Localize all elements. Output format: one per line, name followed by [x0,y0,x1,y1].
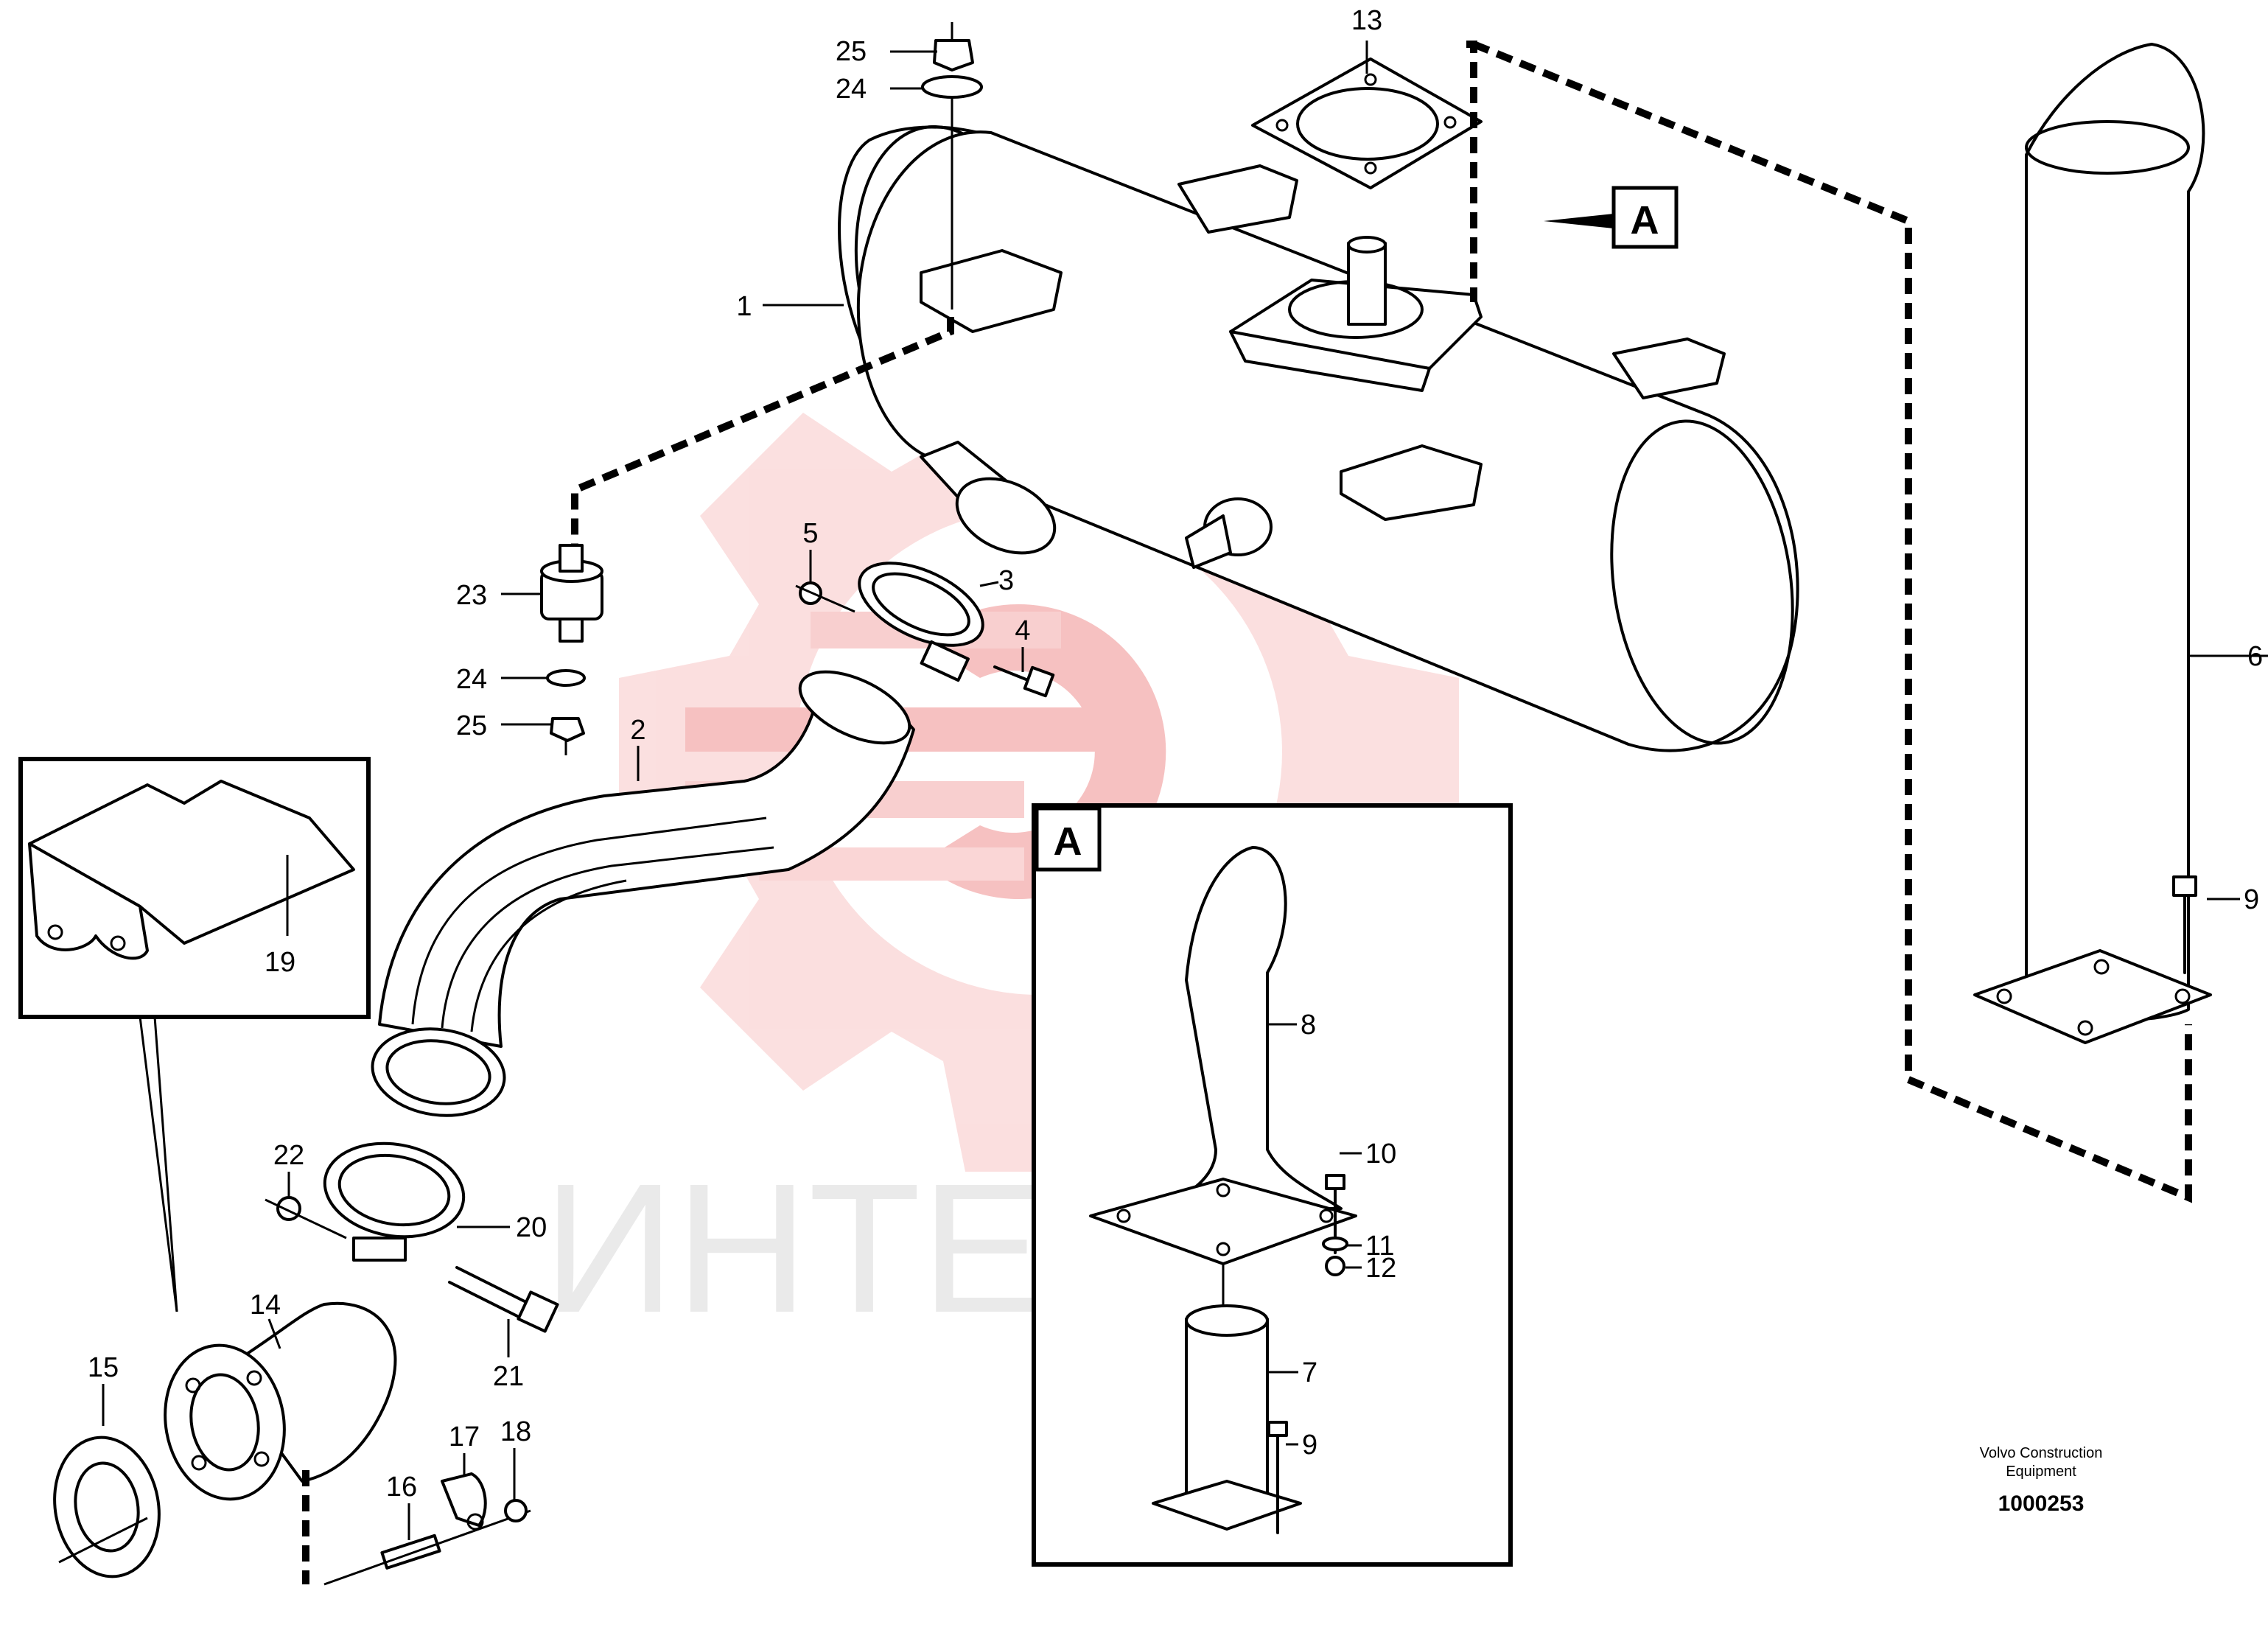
washer-a [1322,1237,1348,1251]
callout-24-top: 24 [836,74,867,105]
clamp [858,562,984,682]
nut-a [1325,1256,1345,1276]
callout-8: 8 [1301,1010,1316,1041]
clamp-lower [323,1141,466,1262]
callout-25-top: 25 [836,36,867,67]
callout-1: 1 [736,291,752,322]
callout-2: 2 [630,715,645,746]
callout-19: 19 [265,947,295,978]
detail-marker-label: A [1631,198,1659,242]
callout-16: 16 [386,1472,417,1503]
callout-6: 6 [2247,641,2263,672]
callout-5: 5 [802,518,818,549]
washer-upper [921,75,983,99]
callout-13: 13 [1351,5,1382,36]
detail-arrow: A [1544,186,1679,249]
muffler [838,125,1799,752]
footer: Volvo Construction Equipment 1000253 [1980,1445,2103,1516]
bracket-strap [441,1472,487,1531]
callout-24-low: 24 [456,664,487,695]
footer-brand-line2: Equipment [2006,1464,2076,1480]
callouts: 1 25 24 13 23 24 25 5 3 4 2 6 9 8 10 11 … [88,5,2263,1503]
tailpipe [1973,43,2212,1044]
callout-3: 3 [998,565,1014,596]
nut-mount-upper [933,22,974,71]
callout-7: 7 [1302,1357,1317,1388]
callout-17: 17 [449,1422,480,1452]
nut-small [504,1499,528,1522]
callout-21: 21 [493,1361,524,1392]
callout-15: 15 [88,1352,119,1383]
bolt-lower [448,1266,559,1333]
footer-drawing-id: 1000253 [1998,1492,2085,1516]
leader-lines [102,41,2268,1540]
footer-brand-line1: Volvo Construction [1980,1445,2103,1461]
callout-14: 14 [250,1290,281,1321]
callout-25-low: 25 [456,710,487,741]
callout-18: 18 [500,1416,531,1447]
callout-12: 12 [1365,1253,1396,1284]
nut-mount-lower [550,717,585,755]
detail-box-a: A [1032,803,1513,1567]
callout-23: 23 [456,580,487,611]
detail-inset-19 [18,757,371,1312]
callout-4: 4 [1015,615,1030,646]
bolt-tailpipe [2172,875,2197,974]
pipe-stub [1152,1304,1302,1531]
pipe-corrugations [411,816,774,1032]
elbow-pipe [164,1301,397,1501]
callout-9-detail: 9 [1302,1430,1317,1461]
callout-22: 22 [273,1140,304,1171]
flange-gasket [53,1436,161,1578]
tailpipe-adapter [1089,846,1357,1265]
callout-9-tailpipe: 9 [2244,884,2259,915]
washer-lower [546,669,586,687]
nut [795,581,855,613]
bolt [993,665,1055,698]
callout-20: 20 [516,1212,547,1243]
connection-lines [302,41,2192,1584]
rubber-mount [540,544,603,643]
callout-11: 11 [1365,1231,1394,1262]
flexible-pipe [371,670,915,1117]
detail-box-label: A [1054,819,1082,864]
stud-bolt [323,1509,531,1586]
callout-10: 10 [1365,1139,1396,1169]
bolt-a-lower [1267,1421,1288,1534]
gasket [1251,57,1483,189]
